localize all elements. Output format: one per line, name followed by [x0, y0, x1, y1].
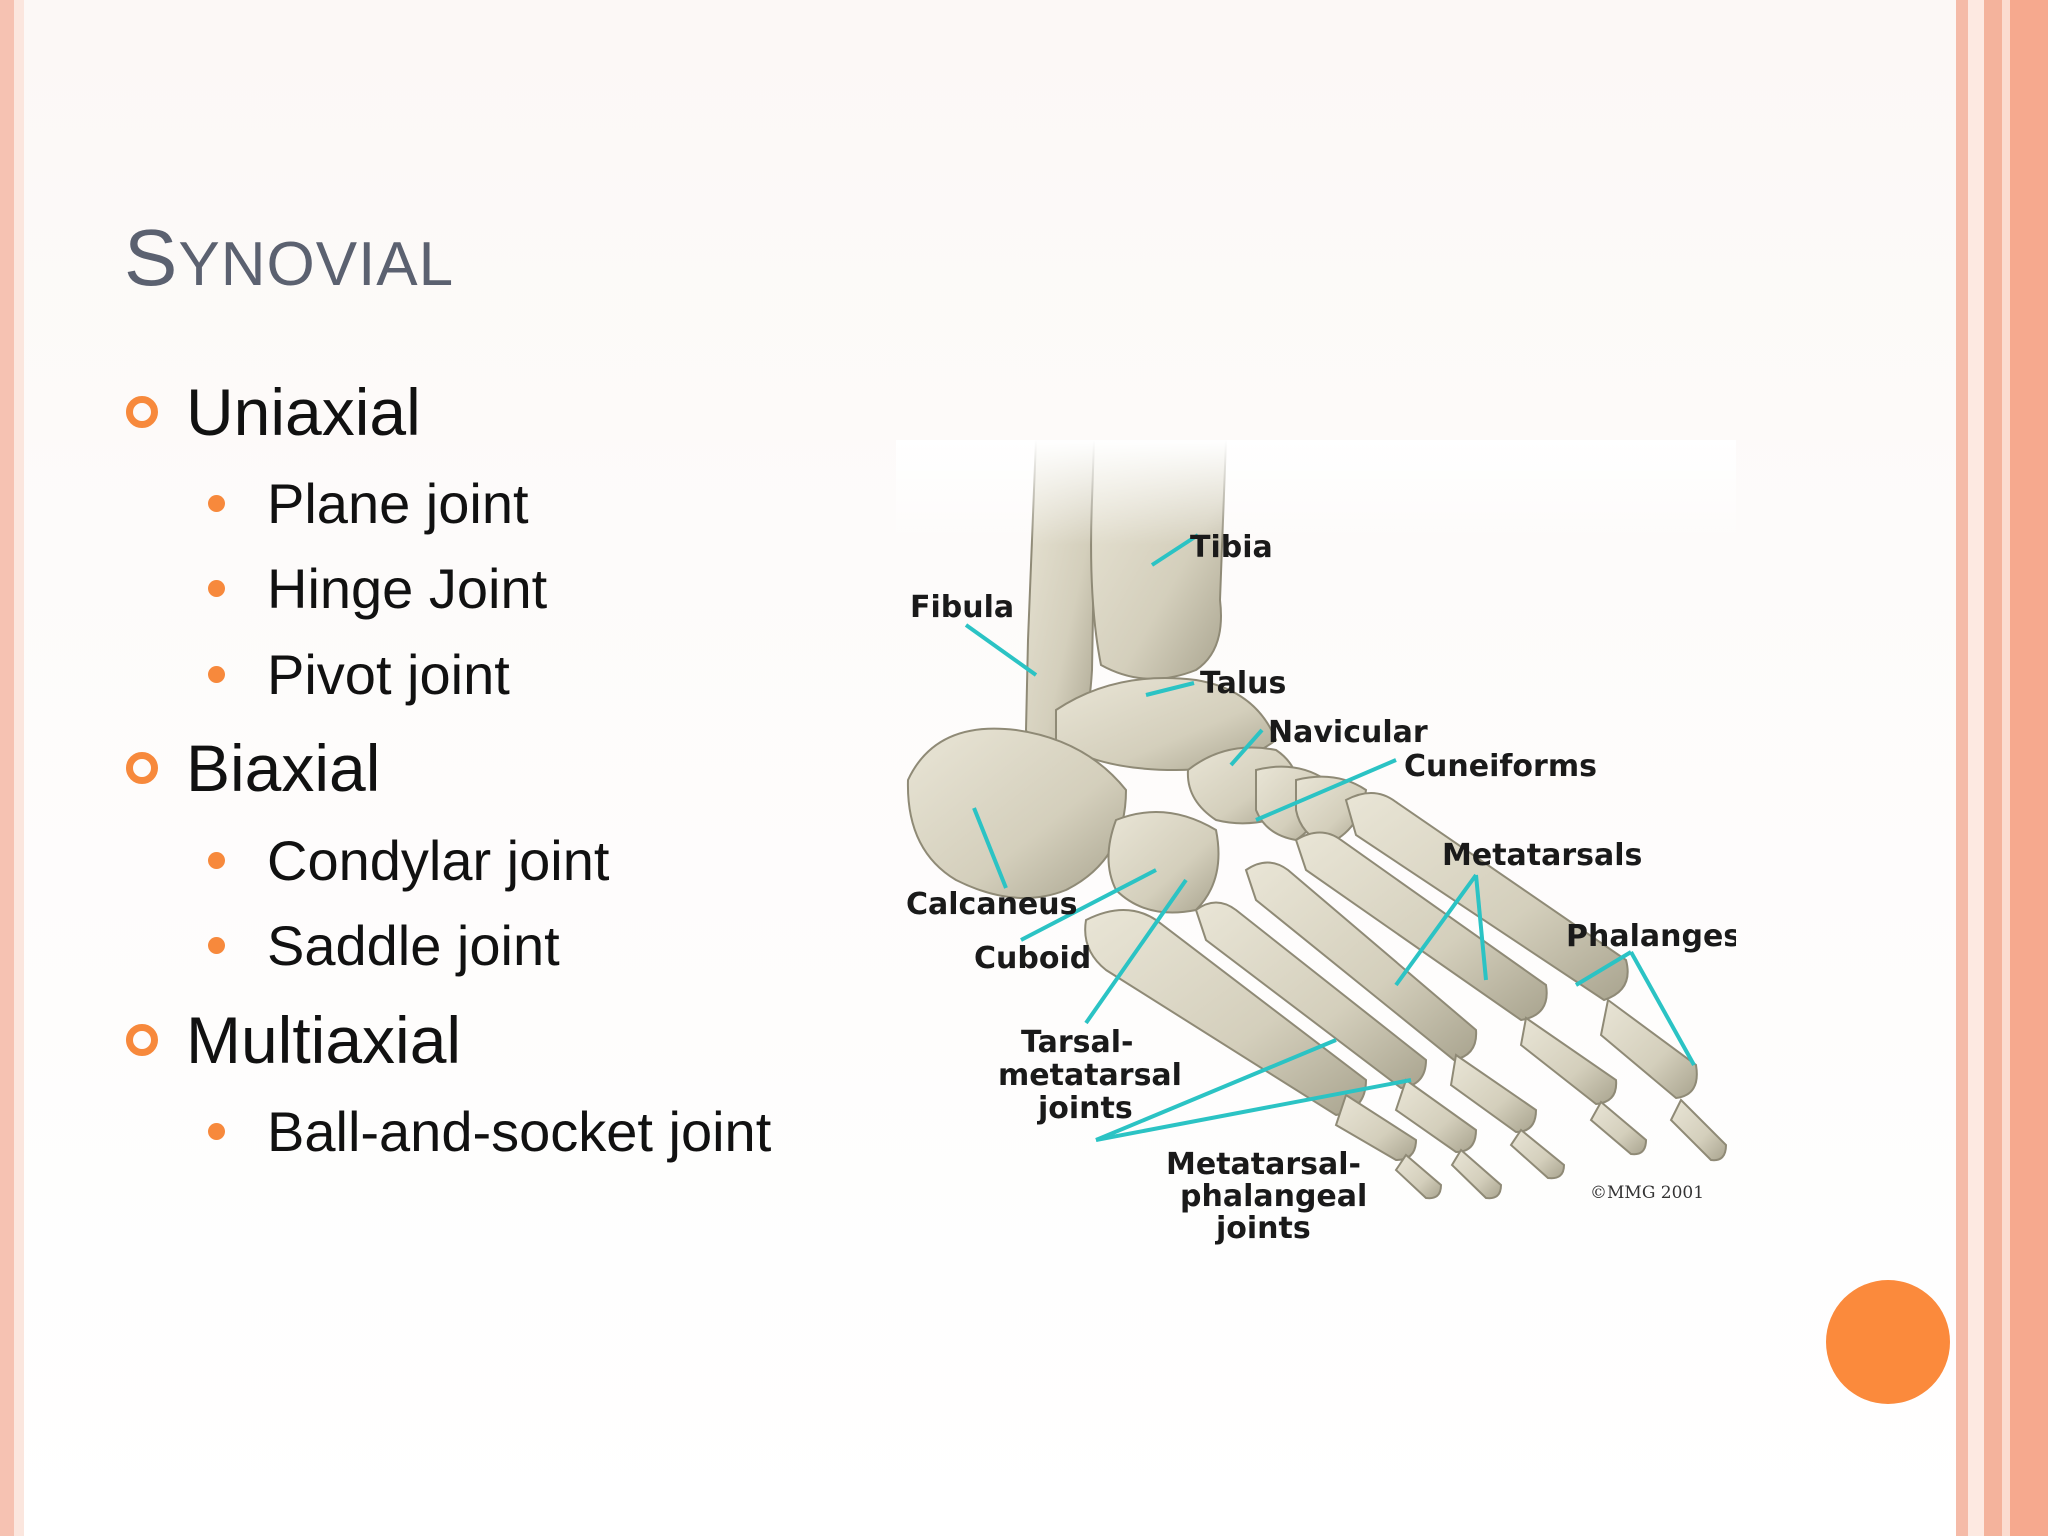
label-tmt-line3: joints	[1037, 1091, 1133, 1126]
left-border-inner-stripe	[14, 0, 24, 1536]
sub-bullet-label: Pivot joint	[267, 642, 510, 706]
label-fibula: Fibula	[910, 590, 1014, 625]
sub-bullet-condylar-joint: Condylar joint	[208, 825, 609, 895]
label-talus: Talus	[1200, 666, 1286, 701]
sub-bullet-label: Plane joint	[267, 471, 529, 535]
sub-bullet-label: Saddle joint	[267, 913, 560, 977]
decorative-orange-circle	[1826, 1280, 1950, 1404]
sub-bullet-label: Hinge Joint	[267, 556, 548, 620]
bullet-biaxial: Biaxial	[126, 728, 380, 808]
label-mtp-line3: joints	[1215, 1211, 1311, 1246]
label-cuneiforms: Cuneiforms	[1404, 749, 1597, 784]
label-tmt-line2: metatarsal	[998, 1058, 1182, 1093]
label-mtp-line1: Metatarsal-	[1166, 1147, 1361, 1182]
right-border-stripe-5	[2010, 0, 2048, 1536]
dot-bullet-icon	[208, 579, 225, 597]
sub-bullet-hinge-joint: Hinge Joint	[208, 553, 547, 623]
title-initial: S	[124, 213, 179, 302]
ring-bullet-icon	[126, 396, 158, 428]
label-calcaneus: Calcaneus	[906, 887, 1078, 922]
sub-bullet-ball-and-socket-joint: Ball-and-socket joint	[208, 1096, 771, 1166]
right-border-stripe-4	[2002, 0, 2010, 1536]
bullet-label: Uniaxial	[186, 375, 421, 449]
title-rest: YNOVIAL	[178, 230, 455, 299]
ring-bullet-icon	[126, 1024, 158, 1056]
ring-bullet-icon	[126, 752, 158, 784]
label-cuboid: Cuboid	[974, 941, 1091, 976]
figure-copyright: ©MMG 2001	[1590, 1183, 1704, 1203]
dot-bullet-icon	[208, 665, 225, 683]
bullet-label: Biaxial	[186, 731, 381, 805]
label-mtp-line2: phalangeal	[1180, 1179, 1367, 1214]
sub-bullet-plane-joint: Plane joint	[208, 468, 529, 538]
sub-bullet-label: Ball-and-socket joint	[267, 1099, 772, 1163]
right-border-stripe-1	[1956, 0, 1968, 1536]
label-tmt-line1: Tarsal-	[1021, 1025, 1133, 1060]
label-metatarsals: Metatarsals	[1442, 838, 1642, 873]
left-border-stripe	[0, 0, 14, 1536]
sub-bullet-label: Condylar joint	[267, 828, 610, 892]
dot-bullet-icon	[208, 1122, 225, 1140]
label-navicular: Navicular	[1268, 715, 1428, 750]
foot-bones-illustration: Tibia Fibula Talus Navicular Cuneiforms …	[896, 440, 1736, 1246]
sub-bullet-pivot-joint: Pivot joint	[208, 639, 510, 709]
foot-anatomy-figure: Tibia Fibula Talus Navicular Cuneiforms …	[896, 440, 1736, 1260]
right-border-stripe-2	[1968, 0, 1984, 1536]
slide-title: SYNOVIAL	[124, 212, 454, 304]
label-phalanges: Phalanges	[1566, 919, 1736, 954]
dot-bullet-icon	[208, 851, 225, 869]
right-border-stripe-3	[1984, 0, 2002, 1536]
bullet-uniaxial: Uniaxial	[126, 372, 421, 452]
bullet-label: Multiaxial	[186, 1003, 462, 1077]
dot-bullet-icon	[208, 494, 225, 512]
label-tibia: Tibia	[1190, 530, 1273, 565]
dot-bullet-icon	[208, 936, 225, 954]
bullet-multiaxial: Multiaxial	[126, 1000, 461, 1080]
sub-bullet-saddle-joint: Saddle joint	[208, 910, 560, 980]
